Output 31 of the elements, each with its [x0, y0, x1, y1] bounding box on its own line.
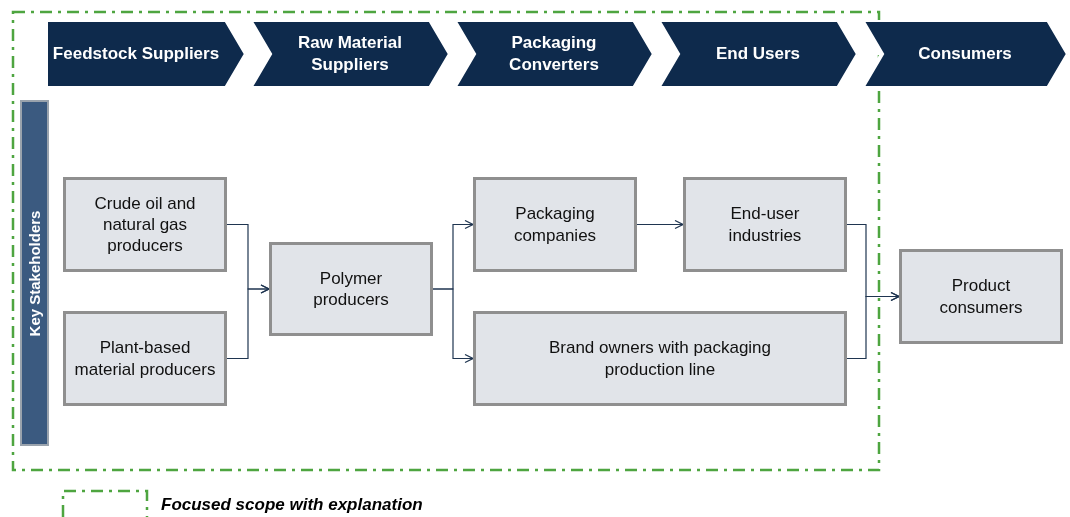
stage-band	[862, 20, 1068, 88]
stage-band	[250, 20, 450, 88]
process-box	[269, 242, 433, 336]
node-label: Brand owners with packaging production line	[547, 337, 773, 380]
stage-band	[454, 20, 654, 88]
stakeholder-bar	[20, 100, 49, 446]
node-label: Polymer producers	[312, 267, 390, 311]
connector-arrow	[636, 219, 684, 230]
node-label: Packaging companies	[512, 203, 598, 246]
connector-arrow	[432, 288, 474, 364]
node-label: Consumers	[918, 42, 1012, 65]
node-label: Packaging Converters	[508, 31, 600, 76]
stage-band	[46, 20, 246, 88]
process-box	[473, 311, 847, 406]
connector-arrow	[846, 291, 900, 360]
process-box	[63, 177, 227, 272]
process-box	[473, 177, 637, 272]
connector-arrow	[226, 284, 270, 360]
node-label: Feedstock Suppliers	[52, 42, 220, 65]
process-box	[899, 249, 1063, 344]
node-label: Product consumers	[938, 275, 1024, 318]
node-label: Key Stakeholders	[26, 210, 43, 336]
node-label: Plant-based material producers	[73, 337, 217, 380]
node-label: End Users	[715, 42, 801, 65]
stage-band	[658, 20, 858, 88]
process-box	[683, 177, 847, 272]
node-label: Crude oil and natural gas producers	[93, 192, 197, 257]
process-box	[63, 311, 227, 406]
node-label: Raw Material Suppliers	[297, 31, 403, 76]
node-label: End-user industries	[727, 203, 803, 246]
legend-label: Focused scope with explanation	[161, 495, 423, 515]
